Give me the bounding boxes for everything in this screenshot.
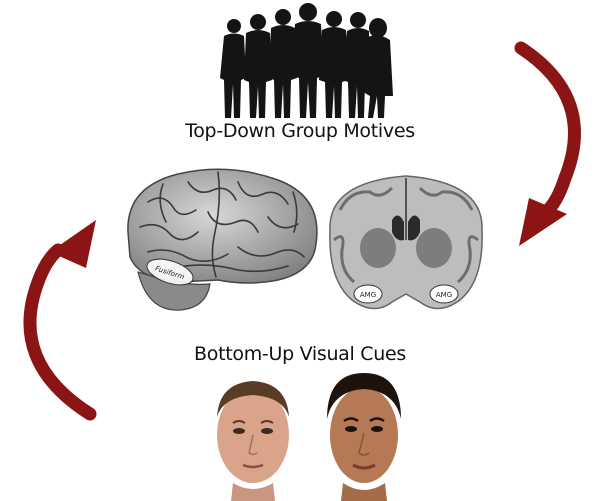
face-photo-right <box>317 365 411 501</box>
curved-arrow-up-icon <box>8 212 108 427</box>
amygdala-right-tag: AMG <box>436 291 452 299</box>
group-silhouette-icon <box>210 0 400 120</box>
amygdala-left-tag: AMG <box>360 291 376 299</box>
face-photo-left <box>203 369 303 501</box>
brain-coronal-slice: AMG AMG <box>320 170 492 320</box>
bottom-up-label: Bottom-Up Visual Cues <box>0 343 600 365</box>
brain-lateral-view: Fusiform <box>118 162 323 322</box>
curved-arrow-down-icon <box>505 38 600 253</box>
